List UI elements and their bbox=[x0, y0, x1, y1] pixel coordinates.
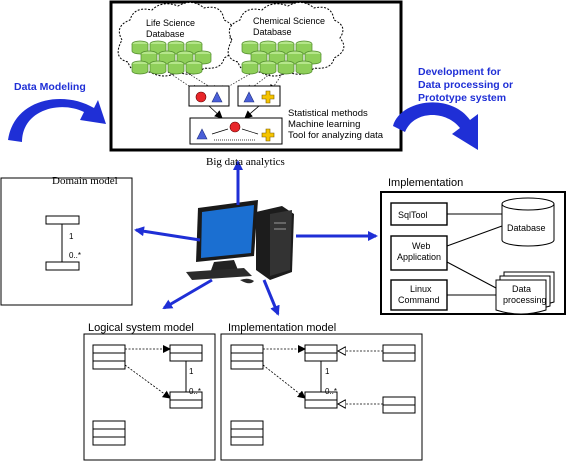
uml-class bbox=[92, 344, 126, 370]
linux-command-label: Linux Command bbox=[398, 284, 440, 305]
implementation-box bbox=[380, 191, 566, 315]
blue-triangle-icon bbox=[196, 128, 208, 140]
development-label: Development for Data processing or Proto… bbox=[418, 66, 516, 104]
sqltool-label: SqlTool bbox=[398, 210, 428, 220]
uml-class bbox=[230, 420, 264, 446]
implementation-model-box bbox=[220, 333, 423, 461]
uml-class bbox=[230, 344, 264, 370]
yellow-cross-icon bbox=[261, 90, 275, 104]
data-modeling-label: Data Modeling bbox=[14, 81, 86, 93]
life-science-label: Life Science Database bbox=[146, 18, 198, 39]
database-cylinder-icon bbox=[501, 197, 555, 247]
logical-mult-one: 1 bbox=[189, 367, 194, 376]
impl-model-title: Implementation model bbox=[228, 322, 336, 334]
chemical-science-label: Chemical Science Database bbox=[253, 16, 328, 37]
implementation-title: Implementation bbox=[388, 177, 463, 189]
development-curved-arrow bbox=[393, 102, 478, 150]
domain-mult-many: 0..* bbox=[69, 251, 81, 260]
domain-model-box bbox=[0, 177, 133, 306]
life-science-database-icons bbox=[131, 40, 212, 75]
blue-triangle-icon bbox=[243, 91, 255, 103]
uml-class bbox=[45, 261, 80, 271]
computer-icon bbox=[186, 200, 294, 284]
big-data-caption: Big data analytics bbox=[206, 156, 285, 168]
methods-label: Statistical methods Machine learning Too… bbox=[288, 108, 384, 141]
yellow-cross-icon bbox=[261, 128, 275, 142]
logical-system-model-box bbox=[83, 333, 216, 461]
web-application-label: Web Application bbox=[397, 241, 441, 262]
analysis-box bbox=[189, 117, 283, 145]
data-modeling-curved-arrow bbox=[8, 98, 106, 142]
database-label: Database bbox=[507, 223, 546, 233]
uml-class bbox=[45, 215, 80, 225]
logical-mult-many: 0..* bbox=[189, 387, 201, 396]
data-processing-stack-icon bbox=[495, 271, 555, 315]
input-box-right bbox=[237, 85, 281, 107]
data-processing-label: Data processing bbox=[503, 284, 547, 305]
web-application-box bbox=[390, 235, 448, 271]
input-box-left bbox=[188, 85, 230, 107]
domain-mult-one: 1 bbox=[69, 232, 74, 241]
logical-model-title: Logical system model bbox=[88, 322, 194, 334]
blue-triangle-icon bbox=[211, 91, 223, 103]
red-circle-icon bbox=[229, 121, 241, 133]
impl-mult-many: 0..* bbox=[325, 387, 337, 396]
red-circle-icon bbox=[195, 91, 207, 103]
uml-class bbox=[92, 420, 126, 446]
domain-model-title: Domain model bbox=[52, 175, 118, 187]
connection-arrows bbox=[134, 160, 378, 316]
chemical-science-database-icons bbox=[241, 40, 322, 75]
impl-mult-one: 1 bbox=[325, 367, 330, 376]
